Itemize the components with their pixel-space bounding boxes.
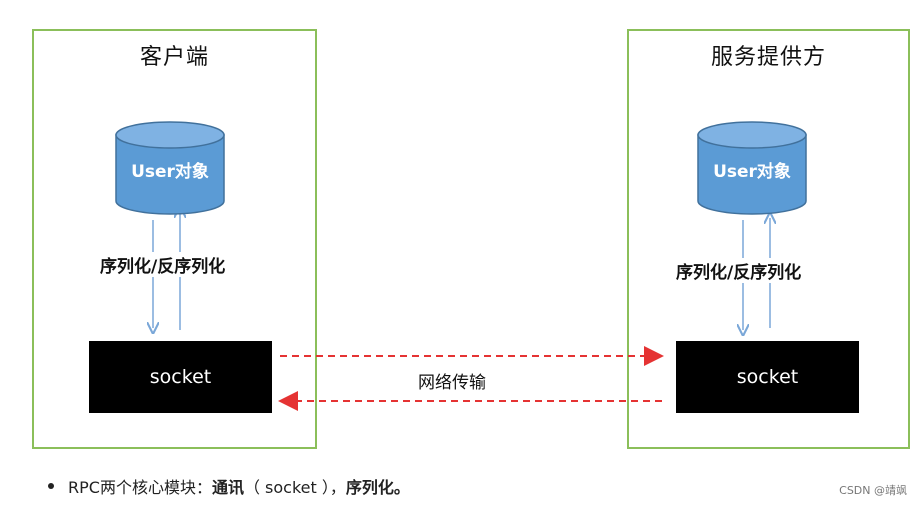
client-user-object-cylinder: User对象: [115, 121, 225, 216]
database-icon: [697, 121, 807, 215]
network-transfer-label: 网络传输: [418, 373, 486, 393]
client-object-label: User对象: [131, 162, 209, 182]
server-serialize-label: 序列化/反序列化: [674, 258, 804, 283]
bullet-dot-icon: [48, 483, 54, 489]
server-title: 服务提供方: [710, 45, 826, 70]
server-socket-box: socket: [676, 341, 859, 413]
rpc-note: RPC两个核心模块： 通讯 （ socket ）， 序列化。: [48, 474, 410, 498]
server-user-object-cylinder: User对象: [697, 121, 807, 216]
client-serialize-label: 序列化/反序列化: [98, 252, 228, 277]
note-prefix: RPC两个核心模块：: [68, 478, 212, 497]
client-socket-box: socket: [89, 341, 272, 413]
server-object-label: User对象: [713, 162, 791, 182]
client-title: 客户端: [139, 45, 209, 70]
note-middle: （ socket ），: [243, 478, 346, 497]
csdn-watermark: CSDN @靖飒: [839, 484, 907, 497]
note-serialization: 序列化。: [345, 478, 410, 497]
database-icon: [115, 121, 225, 215]
note-communication: 通讯: [211, 478, 244, 497]
